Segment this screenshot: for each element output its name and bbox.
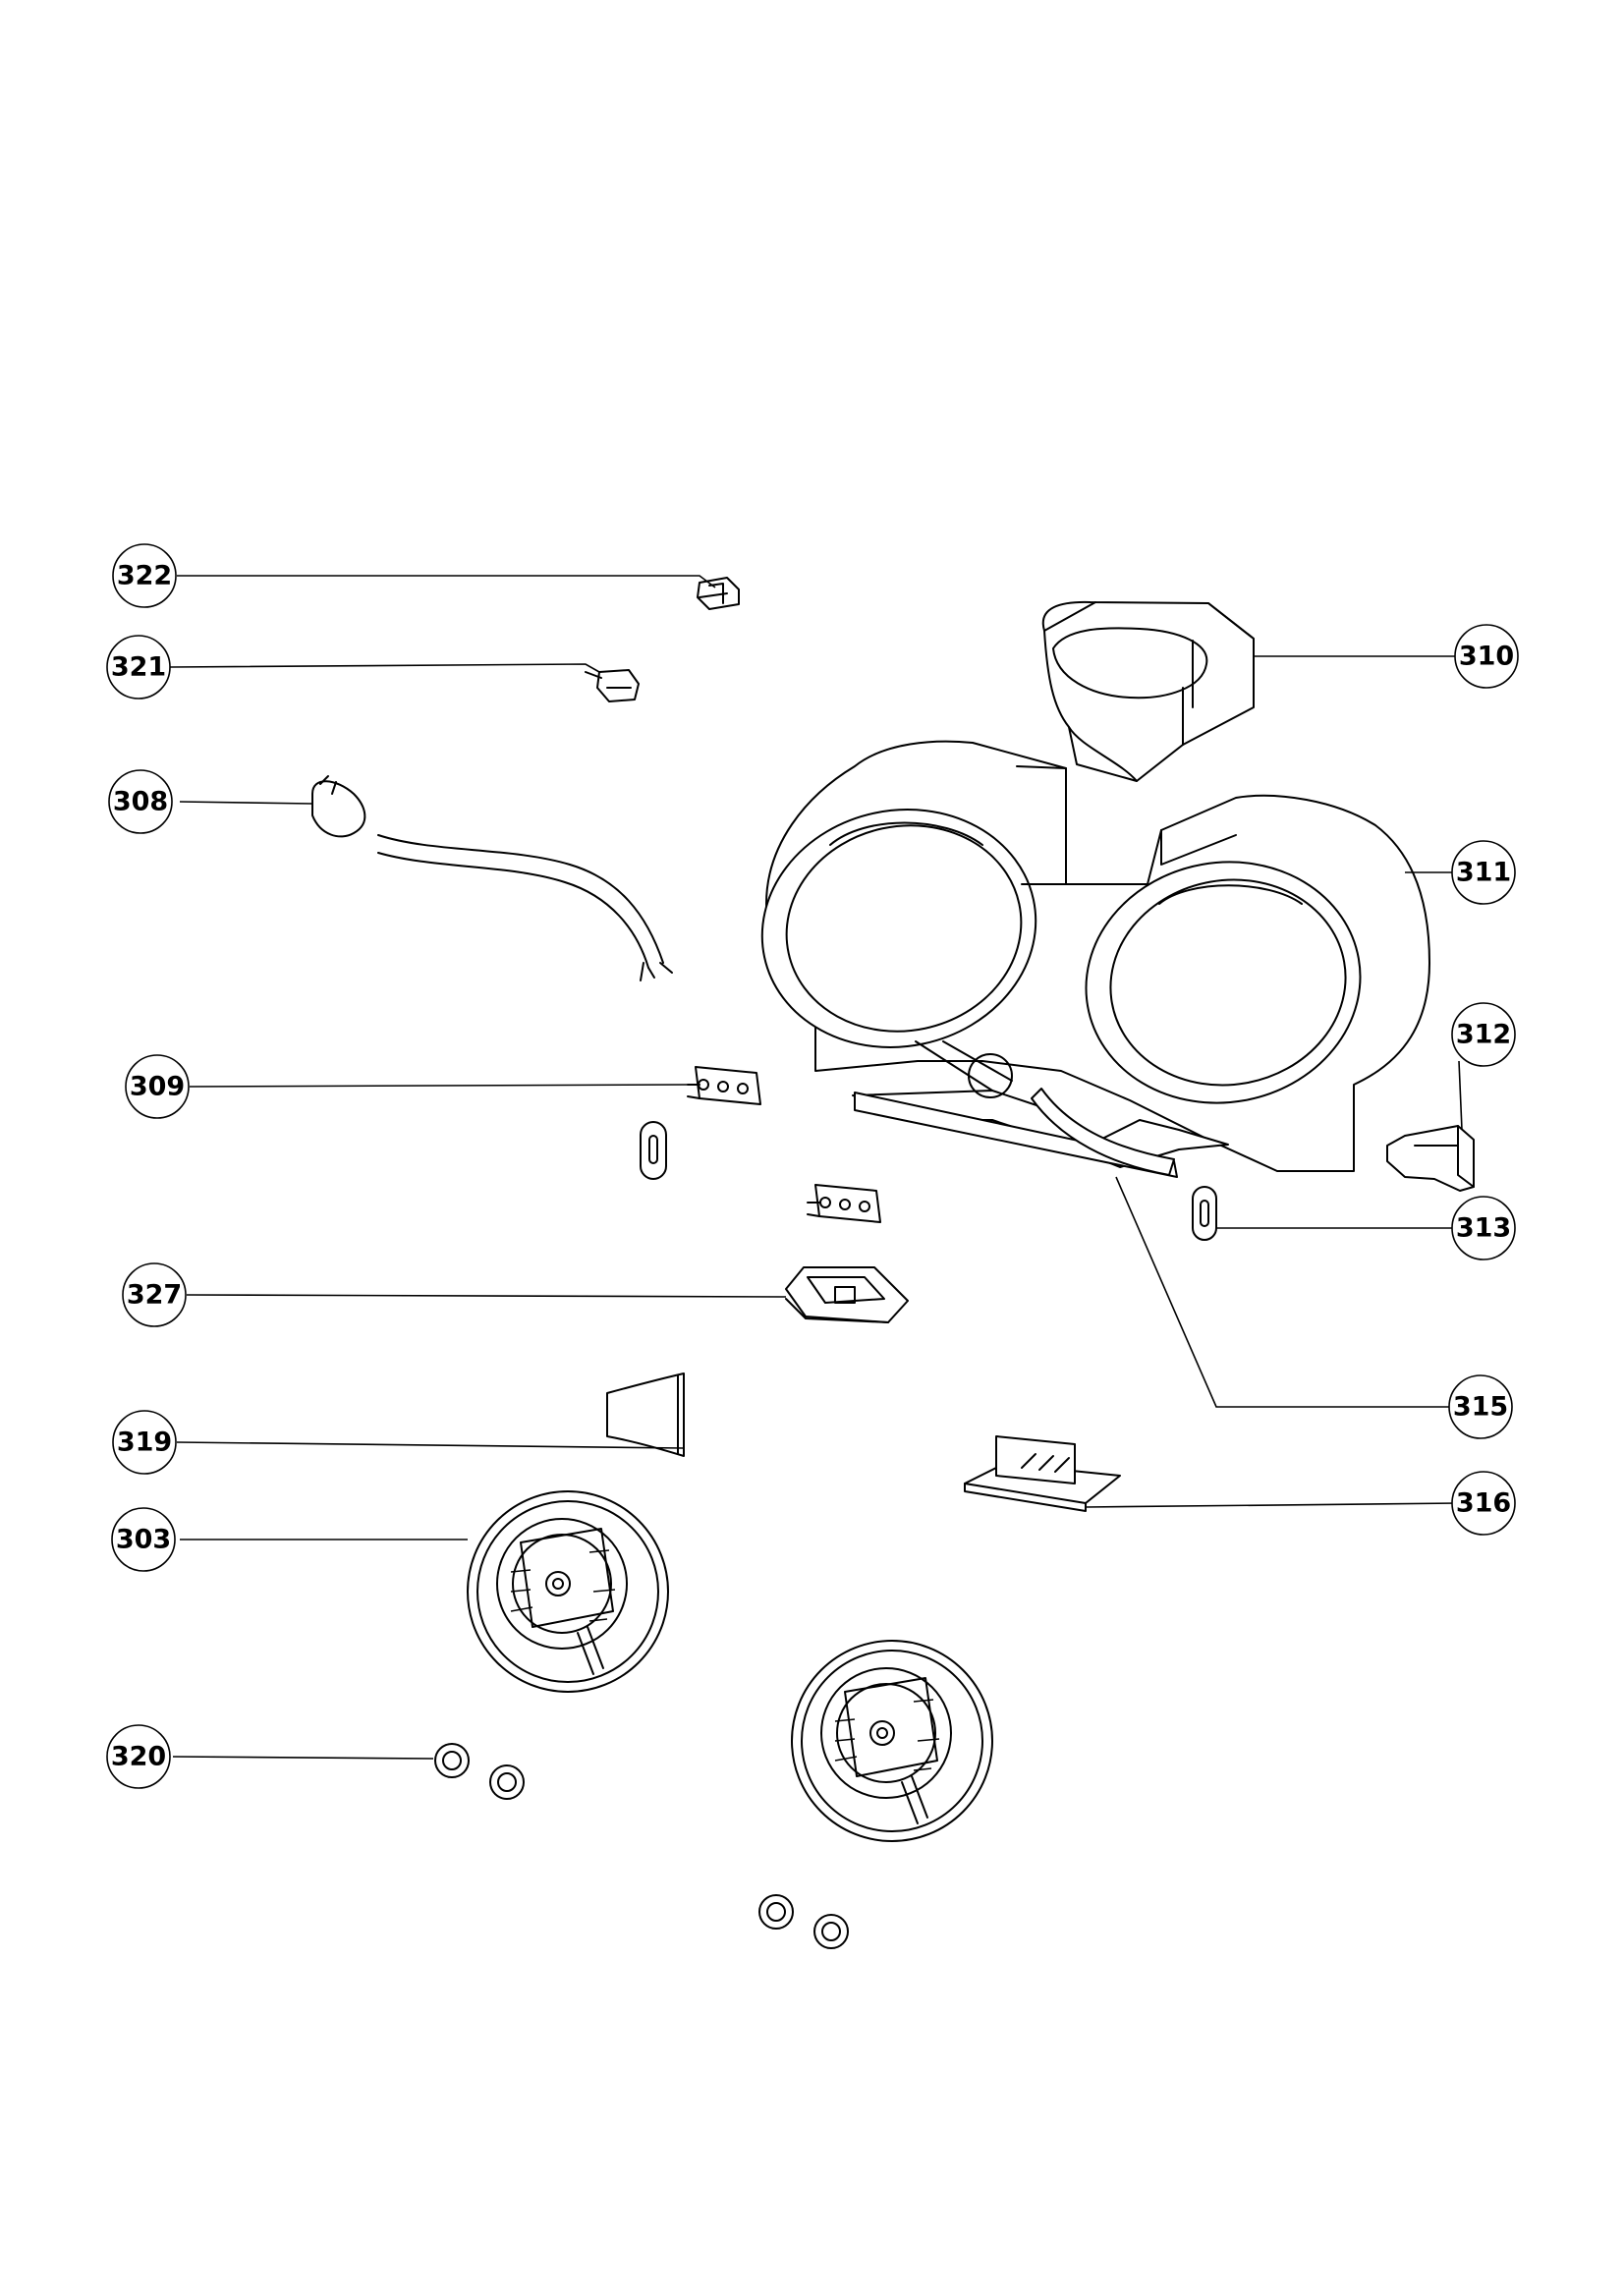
callout-311[interactable]: 311	[1451, 840, 1516, 905]
svg-text:310: 310	[1459, 642, 1514, 672]
svg-text:319: 319	[117, 1428, 172, 1458]
svg-text:321: 321	[111, 652, 166, 683]
part-313-clip-right	[1192, 1186, 1217, 1241]
part-312-bracket	[1386, 1125, 1475, 1192]
part-311-fan-housing	[760, 740, 1430, 1178]
leader-lines	[169, 575, 1463, 1760]
svg-text:327: 327	[127, 1280, 182, 1311]
callout-310[interactable]: 310	[1454, 624, 1519, 689]
part-321-plug	[585, 669, 640, 702]
svg-text:313: 313	[1456, 1213, 1511, 1244]
svg-text:312: 312	[1456, 1020, 1511, 1050]
part-316-plate	[964, 1435, 1121, 1512]
svg-text:315: 315	[1453, 1392, 1508, 1423]
svg-text:311: 311	[1456, 858, 1511, 888]
svg-text:308: 308	[113, 787, 168, 817]
svg-text:316: 316	[1456, 1488, 1511, 1519]
callout-322[interactable]: 322	[112, 543, 177, 608]
callout-321[interactable]: 321	[106, 635, 171, 700]
svg-text:320: 320	[111, 1742, 166, 1772]
part-terminal-block-2	[807, 1184, 881, 1223]
callout-315[interactable]: 315	[1448, 1374, 1513, 1439]
part-clip-left	[640, 1121, 667, 1180]
svg-text:322: 322	[117, 561, 172, 591]
part-320-rings	[434, 1743, 849, 1949]
part-310-inlet-duct	[1041, 600, 1255, 782]
part-303-fan-wheel	[467, 1490, 669, 1693]
callout-316[interactable]: 316	[1451, 1471, 1516, 1536]
callout-308[interactable]: 308	[108, 769, 173, 834]
part-fan-wheel-2	[791, 1640, 993, 1842]
callout-319[interactable]: 319	[112, 1410, 177, 1475]
svg-text:309: 309	[130, 1072, 185, 1102]
callout-313[interactable]: 313	[1451, 1196, 1516, 1260]
svg-text:303: 303	[116, 1525, 171, 1555]
part-319-wedge	[606, 1372, 685, 1457]
callout-303[interactable]: 303	[111, 1507, 176, 1572]
part-327-switch-module	[785, 1266, 909, 1323]
part-309-terminal-block	[687, 1066, 761, 1105]
callout-320[interactable]: 320	[106, 1724, 171, 1789]
callout-327[interactable]: 327	[122, 1262, 187, 1327]
part-322-connector	[697, 577, 740, 610]
callout-309[interactable]: 309	[125, 1054, 190, 1119]
callout-312[interactable]: 312	[1451, 1002, 1516, 1067]
part-308-power-cord	[311, 775, 673, 981]
